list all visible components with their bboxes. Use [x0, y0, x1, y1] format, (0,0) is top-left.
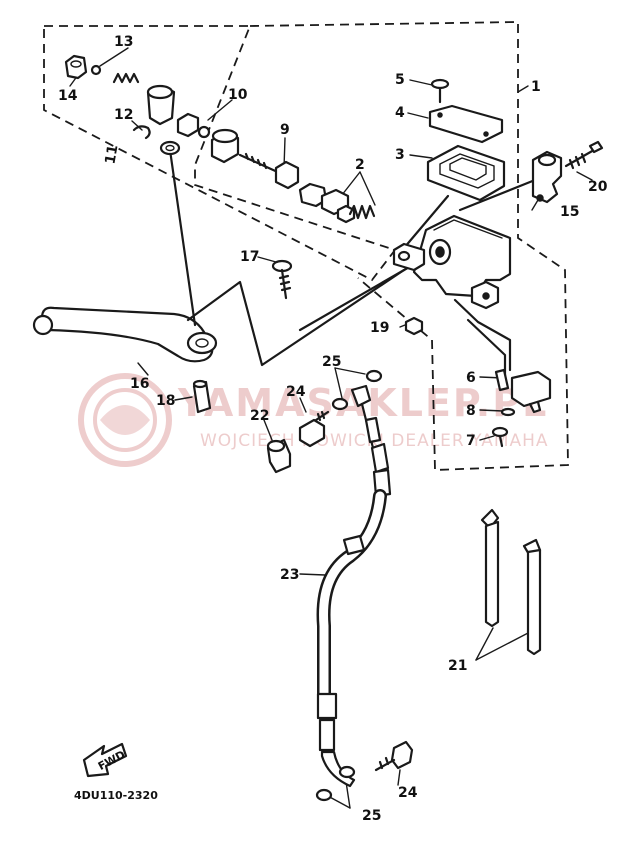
part-6-brake-switch: [494, 368, 552, 414]
callout-24-upper: 24: [286, 384, 306, 400]
part-12-clip: [132, 125, 151, 140]
callout-16: 16: [130, 376, 149, 392]
callout-1: 1: [531, 79, 541, 95]
part-8-washer: [500, 407, 516, 417]
part-22-boot: [266, 438, 292, 474]
callout-10: 10: [228, 87, 248, 103]
part-3-diaphragm: [426, 144, 506, 202]
part-5-screw: [430, 78, 450, 104]
callout-22: 22: [250, 408, 269, 424]
callout-9: 9: [280, 122, 290, 138]
group-outline-11: [43, 25, 397, 282]
part-24-union-bolt-lower: [374, 740, 414, 772]
part-4-reservoir-cap: [428, 104, 504, 144]
part-9-pushrod: [238, 152, 300, 190]
part-14-cap: [64, 54, 88, 80]
part-17-bolt: [271, 259, 293, 300]
callout-25-lower: 25: [362, 808, 381, 824]
callout-12: 12: [114, 107, 133, 123]
callout-25-upper: 25: [322, 354, 341, 370]
group-outline-1: [249, 21, 569, 471]
callout-5: 5: [395, 72, 405, 88]
part-25-washers-upper: [331, 369, 383, 411]
part-20-bolt: [564, 140, 604, 170]
part-18-collar: [192, 379, 212, 414]
callout-19: 19: [370, 320, 389, 336]
part-21-cable-ties: [480, 508, 542, 656]
brake-lever: [32, 306, 218, 363]
fwd-arrow: FWD: [82, 742, 127, 778]
assembly-lines: [168, 148, 537, 382]
adjuster-spring: [112, 72, 140, 84]
part-10-nut: [176, 112, 211, 139]
callout-17: 17: [240, 249, 259, 265]
diagram-code: 4DU110-2320: [74, 789, 158, 802]
callout-7: 7: [466, 433, 476, 449]
callout-4: 4: [395, 105, 405, 121]
part-13-clip: [90, 64, 102, 76]
callout-6: 6: [466, 370, 476, 386]
callout-20: 20: [588, 179, 608, 195]
callout-23: 23: [280, 567, 299, 583]
part-24-union-bolt-upper: [298, 410, 330, 448]
part-23-brake-hose: [316, 384, 392, 788]
part-25-washers-lower: [315, 765, 356, 802]
adjuster-knob: [146, 84, 176, 126]
callout-3: 3: [395, 147, 405, 163]
callout-8: 8: [466, 403, 476, 419]
callout-numbers: 1 2 3 4 5 6 7 8 9 10 11 12 13 14 15 16 1…: [58, 34, 608, 824]
part-15-clamp: [531, 150, 563, 204]
callout-24-lower: 24: [398, 785, 418, 801]
piston-cap: [210, 128, 240, 164]
callout-13: 13: [114, 34, 133, 50]
callout-2: 2: [355, 157, 365, 173]
part-2-piston-kit: [298, 182, 376, 224]
o-ring: [159, 140, 181, 156]
callout-15: 15: [560, 204, 579, 220]
callout-11: 11: [102, 144, 121, 166]
callout-21: 21: [448, 658, 467, 674]
callout-14: 14: [58, 88, 78, 104]
part-7-screw: [491, 426, 509, 448]
callout-18: 18: [156, 393, 175, 409]
part-19-nut: [404, 316, 424, 336]
master-cylinder-body: [392, 214, 512, 310]
